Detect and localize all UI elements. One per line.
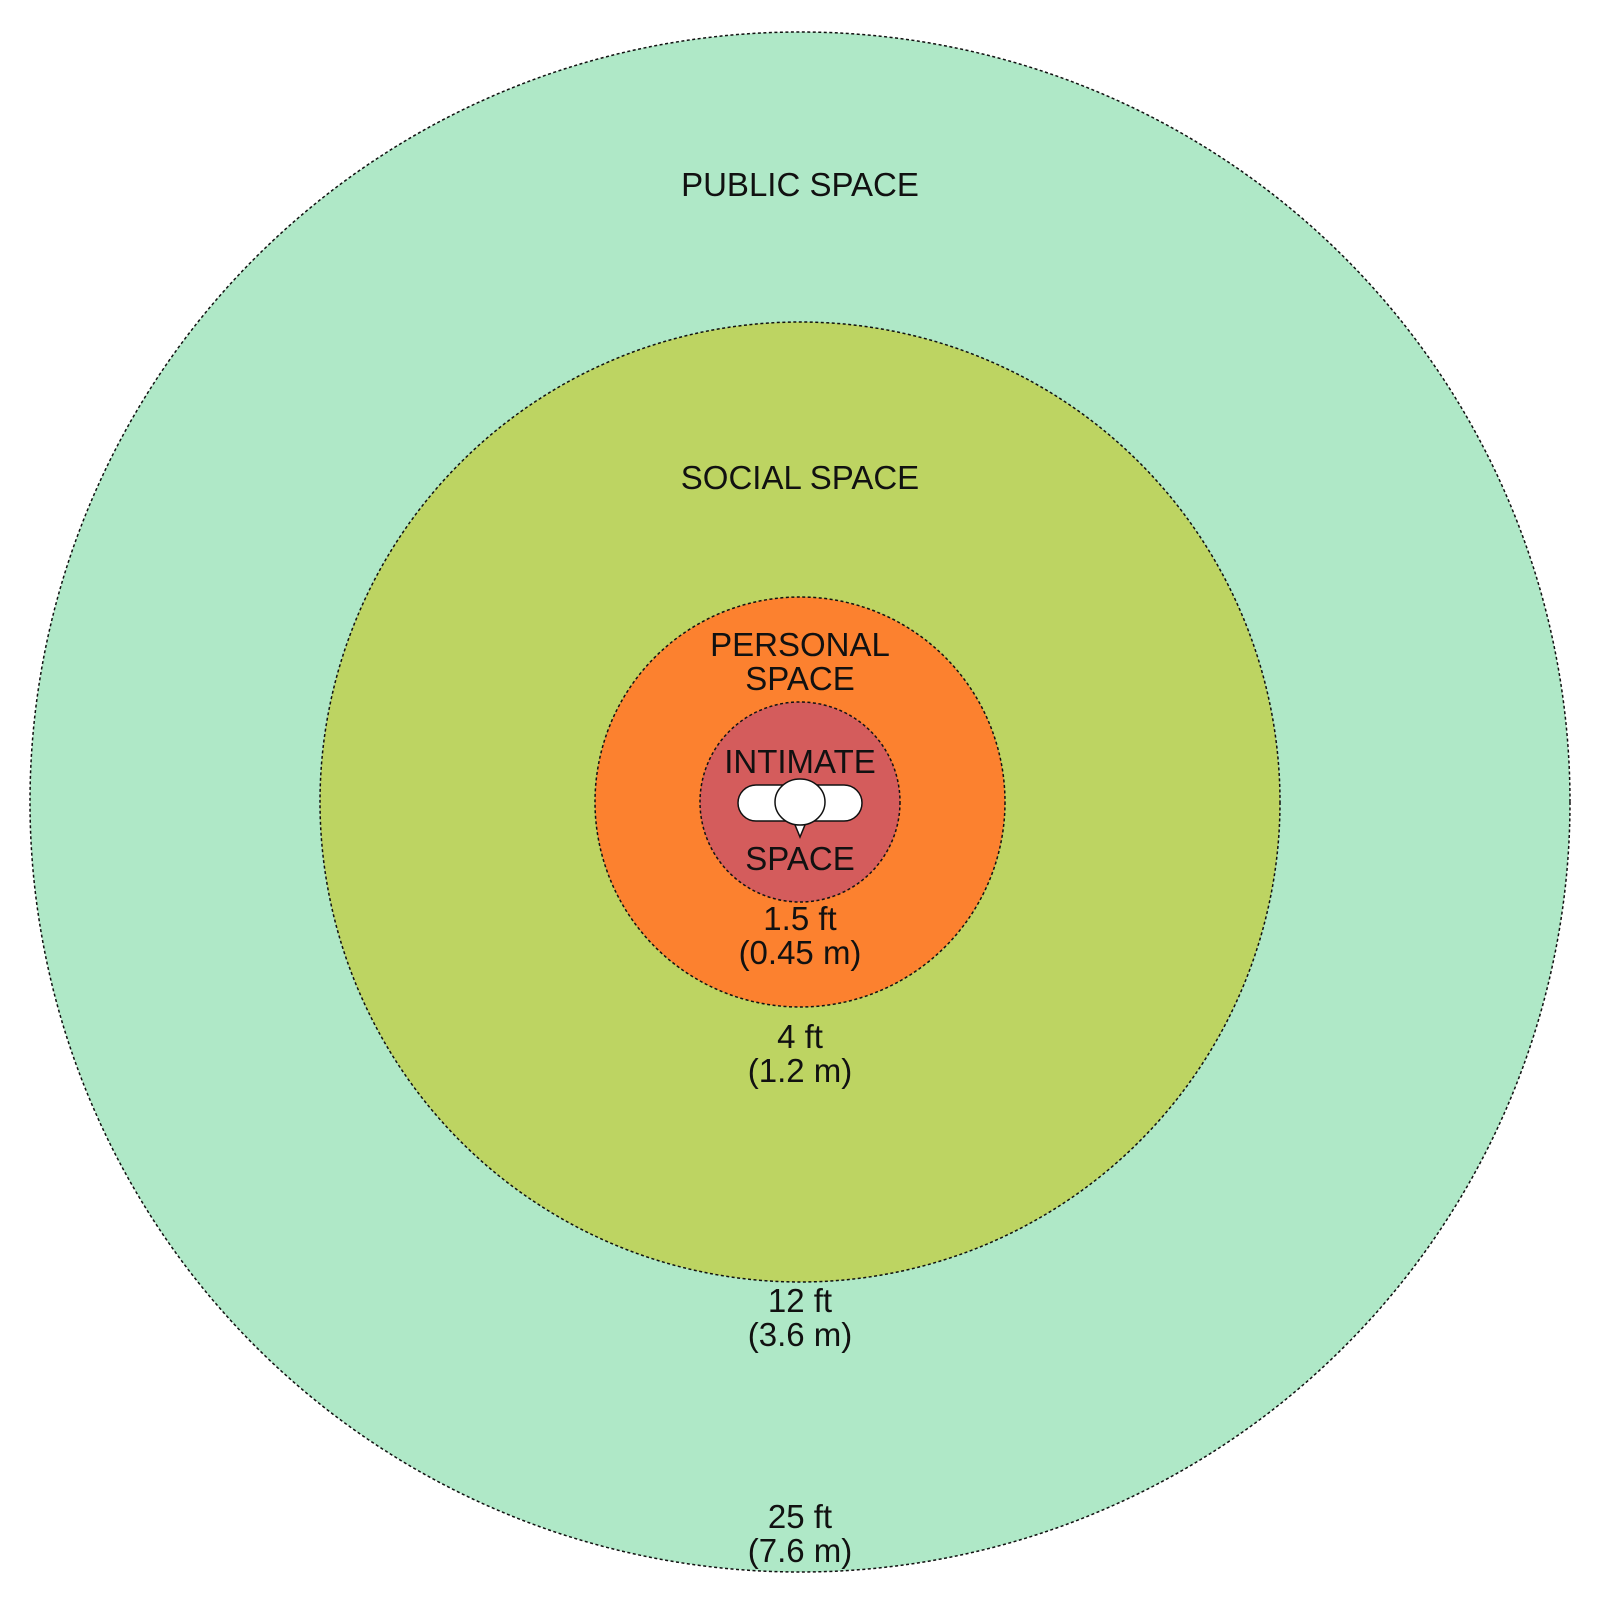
personal-space-label-line2: SPACE: [745, 660, 854, 697]
public-space-label: PUBLIC SPACE: [681, 166, 919, 203]
public-distance-m: (7.6 m): [748, 1532, 853, 1569]
intimate-distance-m: (0.45 m): [739, 934, 862, 971]
intimate-distance-ft: 1.5 ft: [763, 900, 836, 937]
social-distance-m: (3.6 m): [748, 1316, 853, 1353]
intimate-space-label-line1: INTIMATE: [724, 743, 876, 780]
personal-distance-ft: 4 ft: [777, 1018, 823, 1055]
head-shape: [774, 778, 826, 826]
intimate-space-label-line2: SPACE: [745, 840, 854, 877]
social-distance-ft: 12 ft: [768, 1282, 832, 1319]
person-top-view-icon: [737, 778, 863, 839]
public-distance-ft: 25 ft: [768, 1498, 832, 1535]
personal-distance-m: (1.2 m): [748, 1052, 853, 1089]
personal-space-label-line1: PERSONAL: [710, 626, 890, 663]
social-space-label: SOCIAL SPACE: [681, 459, 919, 496]
